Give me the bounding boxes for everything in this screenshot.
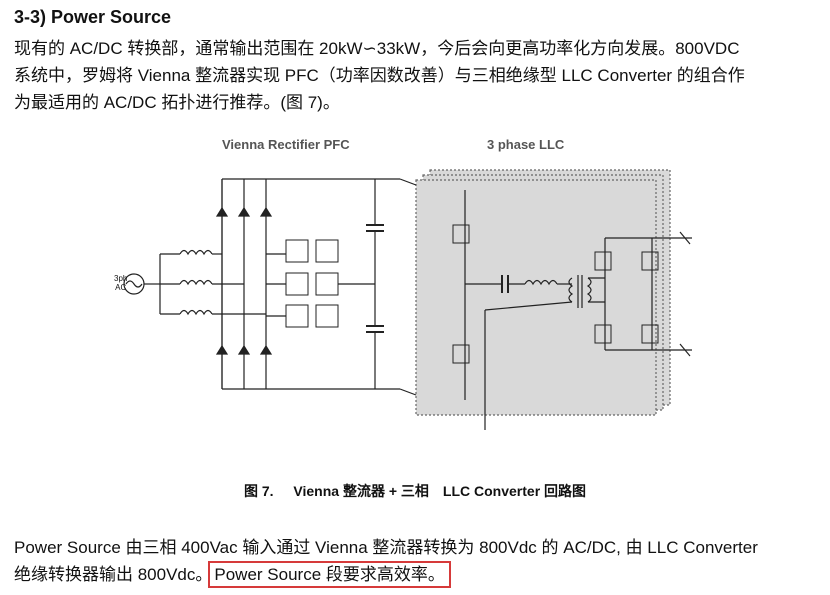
highlighted-sentence: Power Source 段要求高效率。 — [208, 561, 451, 588]
inductor-b — [179, 279, 213, 286]
llc-switch-low — [452, 344, 470, 364]
transformer-secondary — [586, 277, 592, 303]
summary-line-2-text: 绝缘转换器输出 800Vdc。 — [14, 565, 213, 584]
diode-array — [215, 206, 273, 355]
resonant-inductor — [524, 279, 558, 286]
llc-switch-high — [452, 224, 470, 244]
rectifier-switch-1 — [594, 251, 612, 271]
rectifier-switch-3 — [594, 324, 612, 344]
caption-text: Vienna 整流器 + 三相 LLC Converter 回路图 — [293, 483, 587, 499]
inductor-c — [179, 309, 213, 316]
summary-paragraph: Power Source 由三相 400Vac 输入通过 Vienna 整流器转… — [14, 534, 822, 588]
intro-line-1: 现有的 AC/DC 转换部，通常输出范围在 20kW∽33kW，今后会向更高功率… — [14, 39, 740, 58]
circuit-figure: Vienna Rectifier PFC 3 phase LLC — [100, 130, 740, 450]
rectifier-switch-4 — [641, 324, 659, 344]
intro-line-2: 系统中，罗姆将 Vienna 整流器实现 PFC（功率因数改善）与三相绝缘型 L… — [14, 66, 745, 85]
rectifier-switch-2 — [641, 251, 659, 271]
summary-line-1: Power Source 由三相 400Vac 输入通过 Vienna 整流器转… — [14, 538, 758, 557]
caption-number: 图 7. — [243, 483, 274, 499]
inductor-a — [179, 249, 213, 256]
llc-label: 3 phase LLC — [487, 137, 565, 152]
section-heading: 3-3) Power Source — [14, 7, 172, 27]
llc-panel-front — [415, 179, 657, 416]
intro-paragraph: 现有的 AC/DC 转换部，通常输出范围在 20kW∽33kW，今后会向更高功率… — [14, 35, 822, 116]
ac-source-label: 3ph AC — [114, 274, 128, 292]
pfc-switch-array — [285, 239, 339, 328]
circuit-diagram — [123, 169, 692, 430]
intro-line-3: 为最适用的 AC/DC 拓扑进行推荐。(图 7)。 — [14, 93, 340, 112]
summary-line-2: 绝缘转换器输出 800Vdc。Power Source 段要求高效率。 — [14, 561, 822, 588]
figure-caption: 图 7. Vienna 整流器 + 三相 LLC Converter 回路图 — [0, 481, 830, 501]
vienna-pfc-label: Vienna Rectifier PFC — [222, 137, 350, 152]
transformer-primary — [568, 277, 574, 303]
